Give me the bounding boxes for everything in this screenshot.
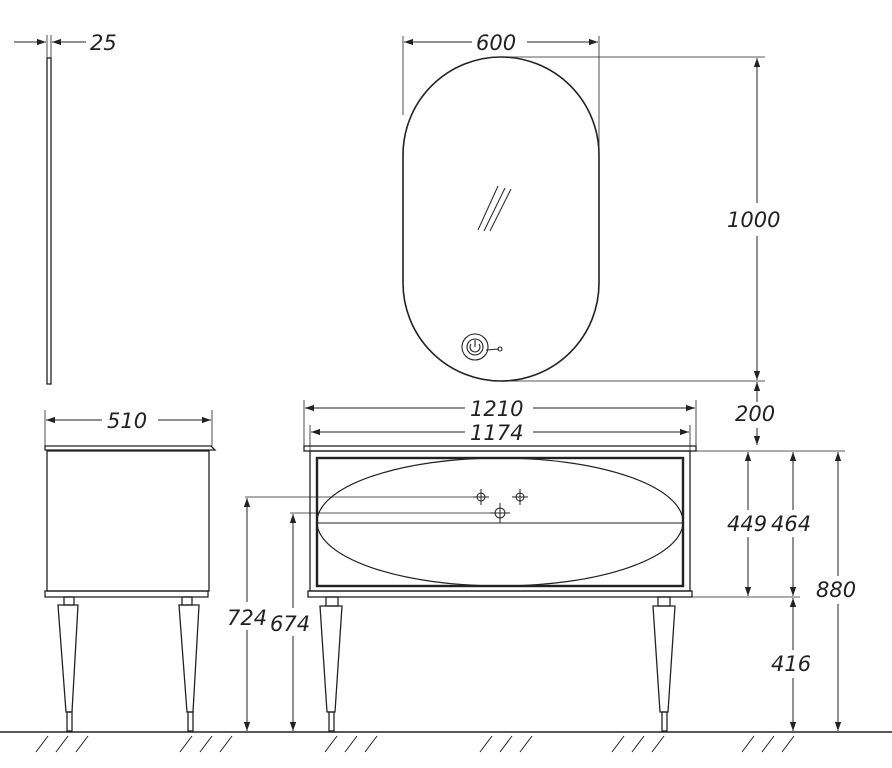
tap-hole-icon: [473, 489, 528, 505]
vanity-side-view: [44, 410, 217, 732]
dim-mirror-depth: 25: [90, 31, 117, 55]
dim-mirror-width: 600: [476, 31, 516, 55]
dim-cabinet-width: 1174: [470, 421, 523, 445]
power-button-icon: [461, 333, 503, 361]
dim-top-width: 1210: [470, 397, 523, 421]
mirror-front-view: [402, 36, 765, 382]
width-dimensions: [303, 400, 697, 451]
dim-total-height: 880: [816, 578, 856, 602]
right-height-dimensions: [690, 450, 845, 731]
dim-vanity-depth: 510: [107, 409, 147, 433]
dim-tap-height: 724: [227, 606, 267, 630]
floor: [0, 731, 892, 753]
glass-reflection-icon: [477, 185, 512, 232]
vanity-front-view: [303, 445, 697, 732]
dim-cabinet-height: 464: [771, 512, 811, 536]
dim-mirror-height: 1000: [727, 208, 780, 232]
dim-drawer-height: 449: [727, 512, 767, 536]
dim-gap: 200: [735, 402, 775, 426]
left-height-dimensions: [243, 496, 498, 731]
dim-drain-height: 674: [270, 612, 310, 636]
mirror-side-view: [14, 35, 86, 385]
dim-leg-height: 416: [771, 652, 811, 676]
